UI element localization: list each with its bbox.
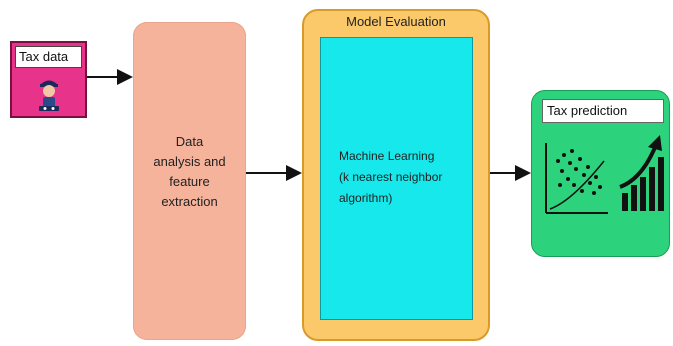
analysis-node: Data analysis and feature extraction xyxy=(133,22,246,340)
model-evaluation-title: Model Evaluation xyxy=(346,14,446,29)
analysis-text: Data analysis and feature extraction xyxy=(133,132,246,212)
ml-line: Machine Learning xyxy=(339,149,435,163)
tax-prediction-node: Tax prediction xyxy=(531,90,670,257)
analysis-line: analysis and xyxy=(153,154,226,169)
tax-data-node: Tax data xyxy=(10,41,87,118)
analysis-line: feature xyxy=(169,174,210,189)
tax-data-label: Tax data xyxy=(15,46,82,68)
growth-chart-icon xyxy=(619,135,664,211)
analysis-line: Data xyxy=(175,134,204,149)
model-evaluation-node: Model Evaluation Machine Learning (k nea… xyxy=(302,9,490,341)
machine-learning-text: Machine Learning (k nearest neighbor alg… xyxy=(339,146,464,209)
machine-learning-node: Machine Learning (k nearest neighbor alg… xyxy=(320,37,473,320)
person-icon xyxy=(39,80,59,111)
ml-line: (k nearest neighbor xyxy=(339,170,443,184)
tax-prediction-label: Tax prediction xyxy=(542,99,664,123)
scatter-plot-icon xyxy=(545,143,608,214)
analysis-line: extraction xyxy=(161,194,218,209)
ml-line: algorithm) xyxy=(339,191,393,205)
